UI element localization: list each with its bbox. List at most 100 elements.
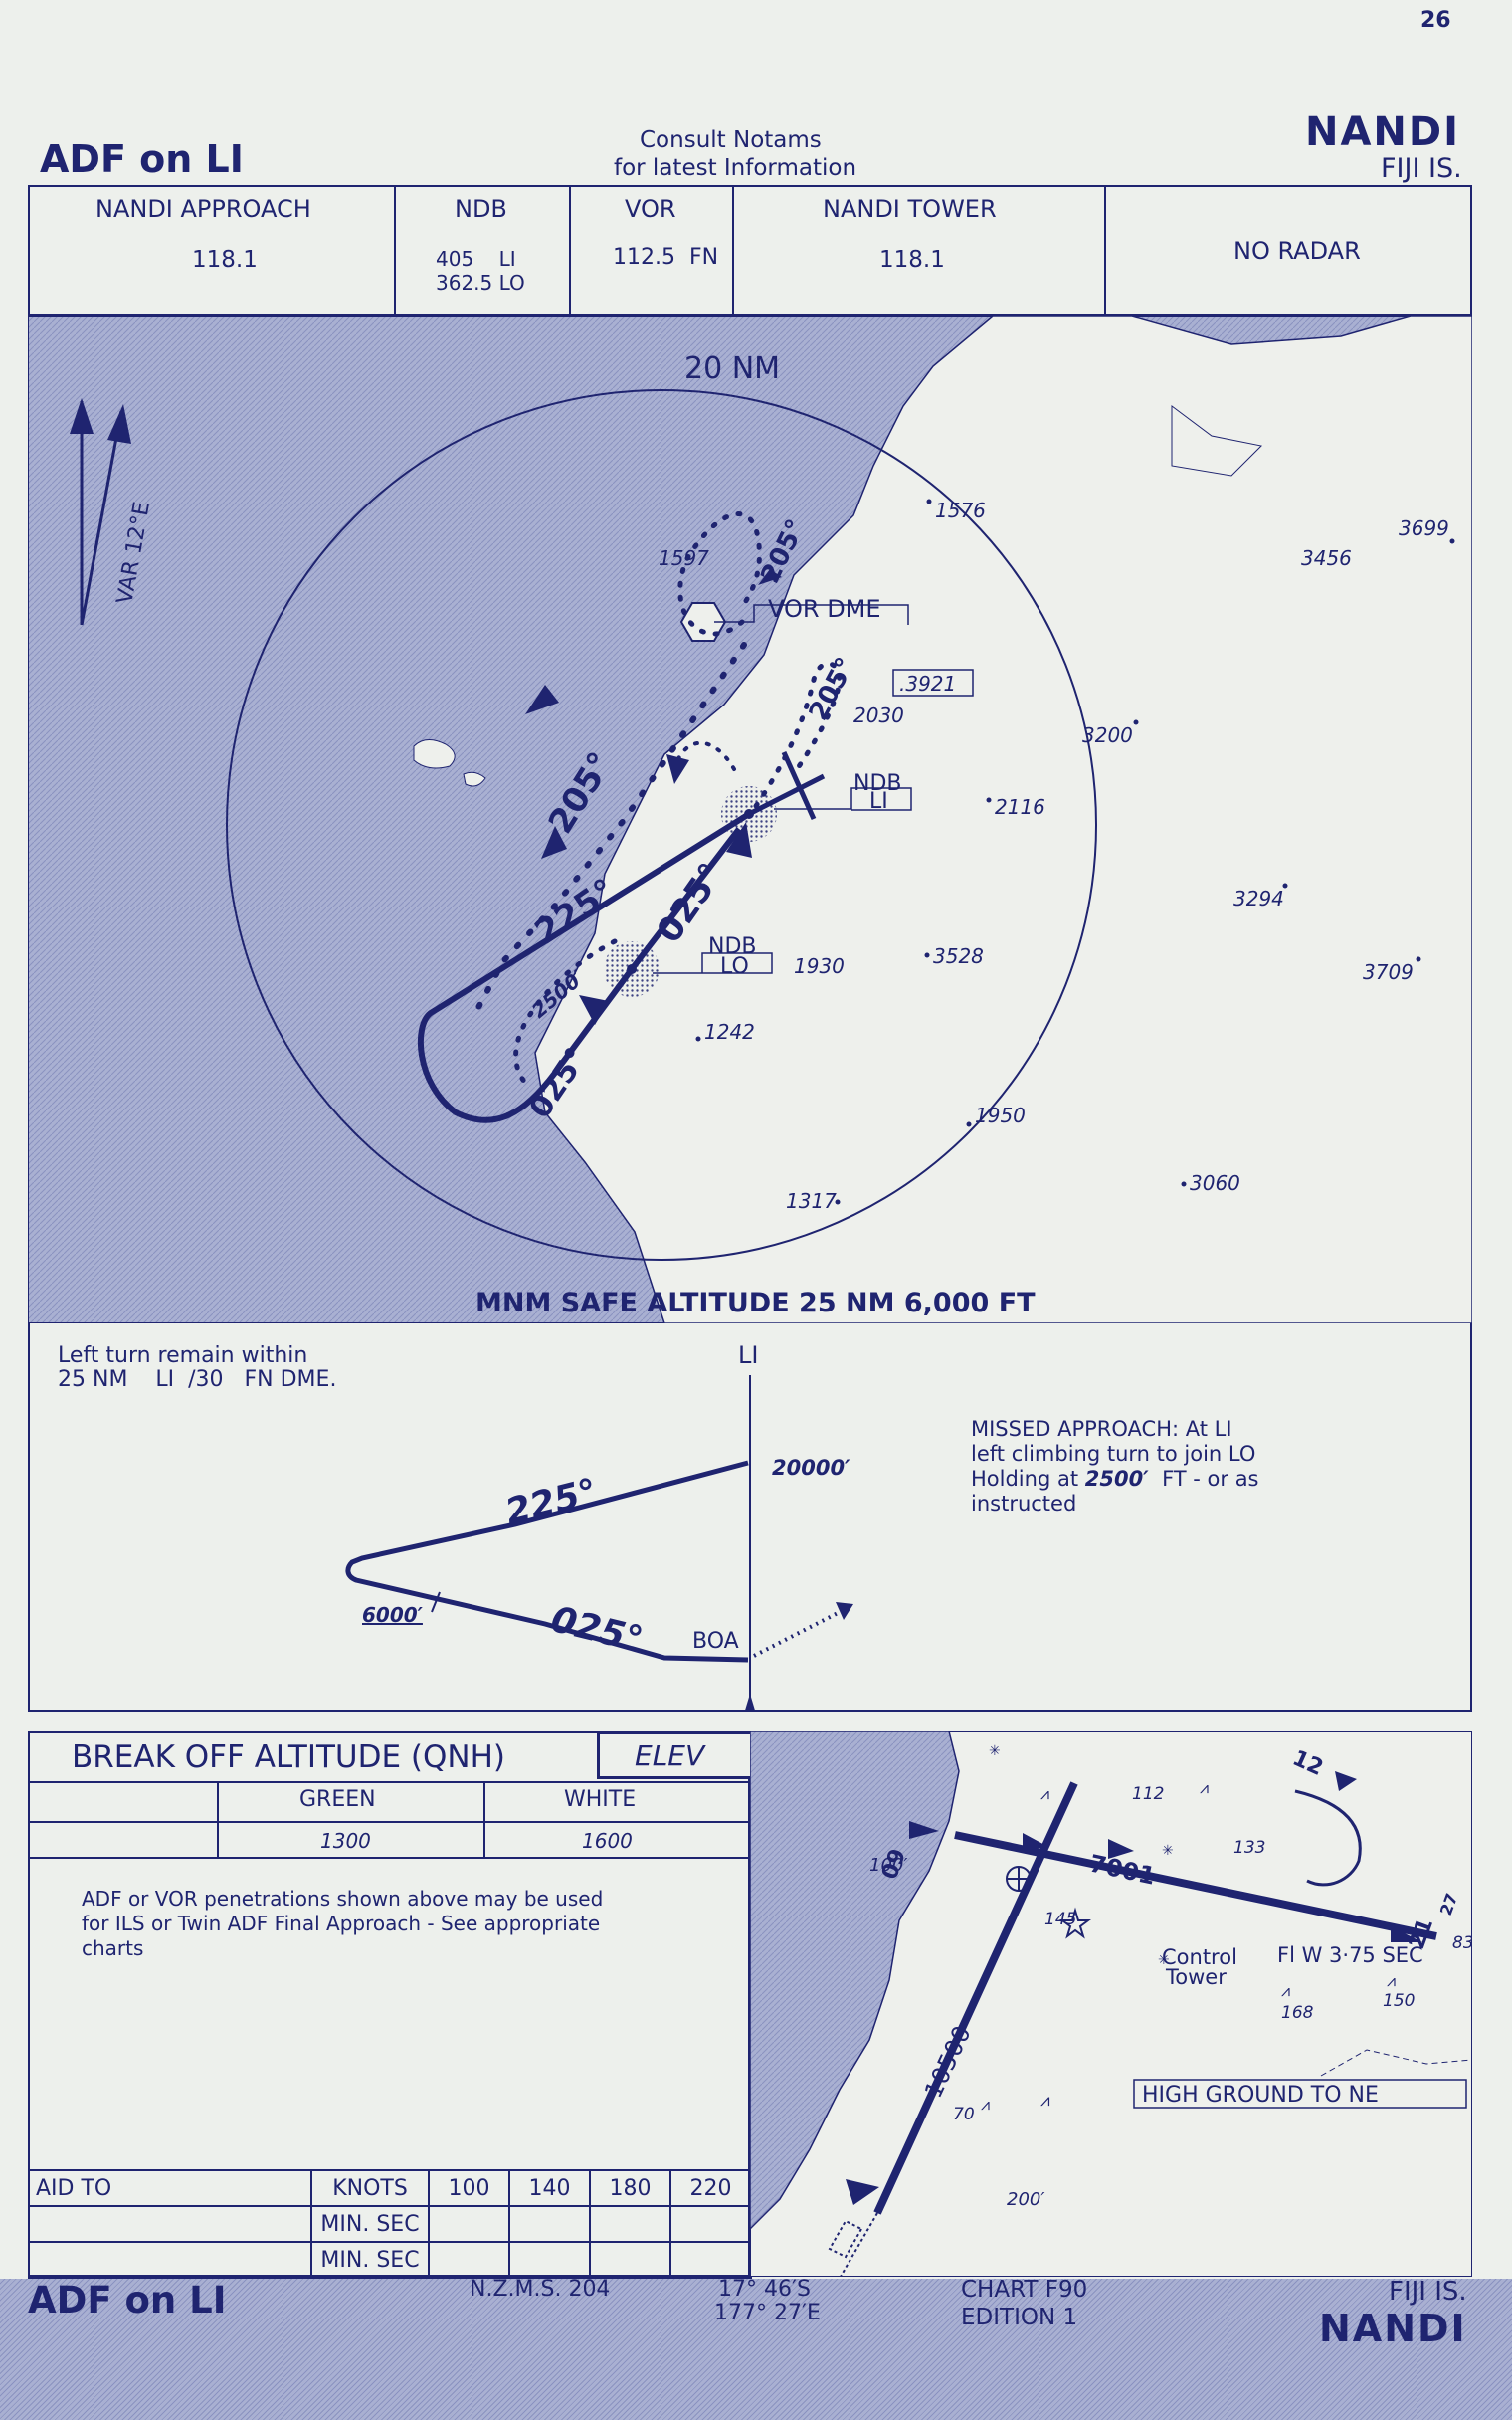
- table-row: AID TO KNOTS 100 140 180 220: [28, 2169, 752, 2207]
- minima-note-line1: ADF or VOR penetrations shown above may …: [82, 1887, 604, 1911]
- profile-boa: BOA: [692, 1629, 739, 1654]
- footer-longitude: 177° 27′E: [714, 2301, 821, 2325]
- runway-end-flag: [909, 1821, 939, 1839]
- spot-height-dot: [1449, 538, 1455, 544]
- approach-lights: [828, 2219, 863, 2259]
- timing-speed: 100: [428, 2169, 510, 2207]
- timing-header: AID TO: [28, 2169, 312, 2207]
- comms-ndb-lo: 362.5 LO: [436, 271, 525, 295]
- airport-name: NANDI: [1305, 109, 1460, 155]
- aerodrome-light: Fl W 3·75 SEC: [1277, 1943, 1423, 1967]
- ndb-lo-label-1: NDB: [708, 934, 757, 959]
- sea-area: [534, 316, 1472, 1323]
- procedure-title: ADF on LI: [40, 137, 244, 181]
- runway-end-flag: [1108, 1839, 1134, 1859]
- comms-vor-label: VOR: [625, 195, 676, 223]
- timing-knots: KNOTS: [310, 2169, 430, 2207]
- timing-cell: [589, 2205, 671, 2243]
- light-symbol: ✳: [1162, 1843, 1174, 1859]
- adf-penetration-track: [418, 811, 751, 1123]
- comms-approach-freq: 118.1: [192, 247, 258, 273]
- divider: [569, 185, 571, 316]
- ndb-crosshair: [1007, 1867, 1031, 1891]
- timing-row-label: MIN. SEC: [310, 2205, 430, 2243]
- missed-approach-line2: left climbing turn to join LO: [971, 1442, 1256, 1466]
- minima-green-value: 1300: [320, 1829, 371, 1853]
- missed-approach-line1: MISSED APPROACH: At LI: [971, 1417, 1232, 1441]
- missed-altitude: 2500′: [1084, 1467, 1149, 1491]
- high-ground-label: HIGH GROUND TO NE: [1142, 2083, 1379, 2108]
- height-label: 133: [1233, 1838, 1265, 1858]
- spot-height: 1597: [659, 546, 709, 570]
- missed-text: Holding at: [971, 1467, 1085, 1491]
- plan-view: 20 NM VAR 12°E VOR DME NDB LI NDB LO .39…: [28, 316, 1472, 1323]
- profile-note-line1: Left turn remain within: [58, 1343, 308, 1368]
- table-row: MIN. SEC: [28, 2205, 752, 2243]
- minima-note-line2: for ILS or Twin ADF Final Approach - See…: [82, 1912, 601, 1935]
- minima-note-line3: charts: [82, 1936, 144, 1960]
- vor-holding-pattern: [677, 511, 762, 637]
- missed-approach-line4: instructed: [971, 1492, 1077, 1515]
- profile-track: [345, 1460, 749, 1663]
- missed-text: FT - or as: [1148, 1467, 1259, 1491]
- spot-height: 1242: [704, 1020, 755, 1044]
- timing-cell: [508, 2241, 591, 2279]
- profile-diagram: LI 225° 025° 20000′ 6000′ BOA: [345, 1341, 853, 1712]
- runway-end-flag: [846, 2179, 879, 2205]
- spot-height: 3200: [1082, 723, 1133, 747]
- obstacle-symbol: ⩘: [1040, 1784, 1049, 1803]
- spot-height: 3060: [1190, 1171, 1240, 1195]
- timing-speed: 180: [589, 2169, 671, 2207]
- minima-col-green: GREEN: [299, 1787, 376, 1812]
- timing-cell: [508, 2205, 591, 2243]
- control-tower-line1: Control: [1162, 1945, 1237, 1969]
- runway-end-flag: [1335, 1771, 1357, 1791]
- aerodrome-diagram: 112 133 145 83 168 150 70 ⩘ ⩘ ⩘ ⩘ ⩘ ⩘ 10…: [750, 1731, 1472, 2277]
- profile-turn-altitude: 6000′: [362, 1603, 424, 1627]
- altitude-tick: [431, 1591, 441, 1613]
- timing-cell: [669, 2205, 752, 2243]
- country: FIJI IS.: [1381, 153, 1462, 184]
- notams-line1: Consult Notams: [640, 127, 822, 153]
- height-label: 70: [953, 2105, 975, 2124]
- profile-inbound-track: 025°: [547, 1599, 647, 1661]
- track-arrow: [541, 826, 567, 859]
- timing-speed: 140: [508, 2169, 591, 2207]
- minima-white-value: 1600: [582, 1829, 633, 1853]
- divider: [483, 1781, 485, 1859]
- range-ring-20nm: [226, 389, 1097, 1261]
- footer-edition: EDITION 1: [961, 2305, 1078, 2330]
- timing-cell: [669, 2241, 752, 2279]
- spot-height: 1950: [975, 1104, 1026, 1127]
- high-ground-box: [1133, 2079, 1467, 2109]
- divider: [394, 185, 396, 316]
- footer-chart: CHART F90: [961, 2277, 1088, 2303]
- magnetic-north-line: [80, 410, 123, 626]
- comms-no-radar: NO RADAR: [1233, 237, 1361, 265]
- height-label: 145: [1044, 1910, 1076, 1929]
- obstacle-symbol: ⩘: [1200, 1778, 1209, 1797]
- comms-tower-label: NANDI TOWER: [823, 195, 997, 223]
- track-arrow: [579, 995, 609, 1025]
- profile-fix: LI: [738, 1341, 758, 1369]
- obstacle-symbol: ⩘: [1040, 2091, 1050, 2111]
- msa-label: MNM SAFE ALTITUDE 25 NM 6,000 FT: [475, 1288, 1036, 1318]
- missed-turn-arrow: [666, 754, 689, 784]
- comms-vor-freq: 112.5 FN: [613, 245, 719, 270]
- spot-height: 1930: [794, 954, 845, 978]
- boa-title: BREAK OFF ALTITUDE (QNH): [72, 1739, 506, 1775]
- comms-ndb-label: NDB: [455, 195, 507, 223]
- spot-height-dot: [926, 499, 932, 504]
- spot-height-dot: [966, 1121, 972, 1127]
- height-label: 112: [1132, 1784, 1164, 1804]
- obstacles: 112 133 145 83 168 150 70: [953, 1784, 1472, 2124]
- spot-height: 2030: [853, 704, 904, 727]
- light-symbol: ✳: [989, 1743, 1001, 1759]
- vor-dme-symbol: [679, 602, 727, 642]
- footer-map-ref: N.Z.M.S. 204: [470, 2277, 611, 2302]
- spot-height: 3699: [1399, 516, 1449, 540]
- divider: [217, 1781, 219, 1859]
- light-symbol: ✳: [1158, 1952, 1170, 1968]
- missed-approach-climb: [753, 1608, 845, 1658]
